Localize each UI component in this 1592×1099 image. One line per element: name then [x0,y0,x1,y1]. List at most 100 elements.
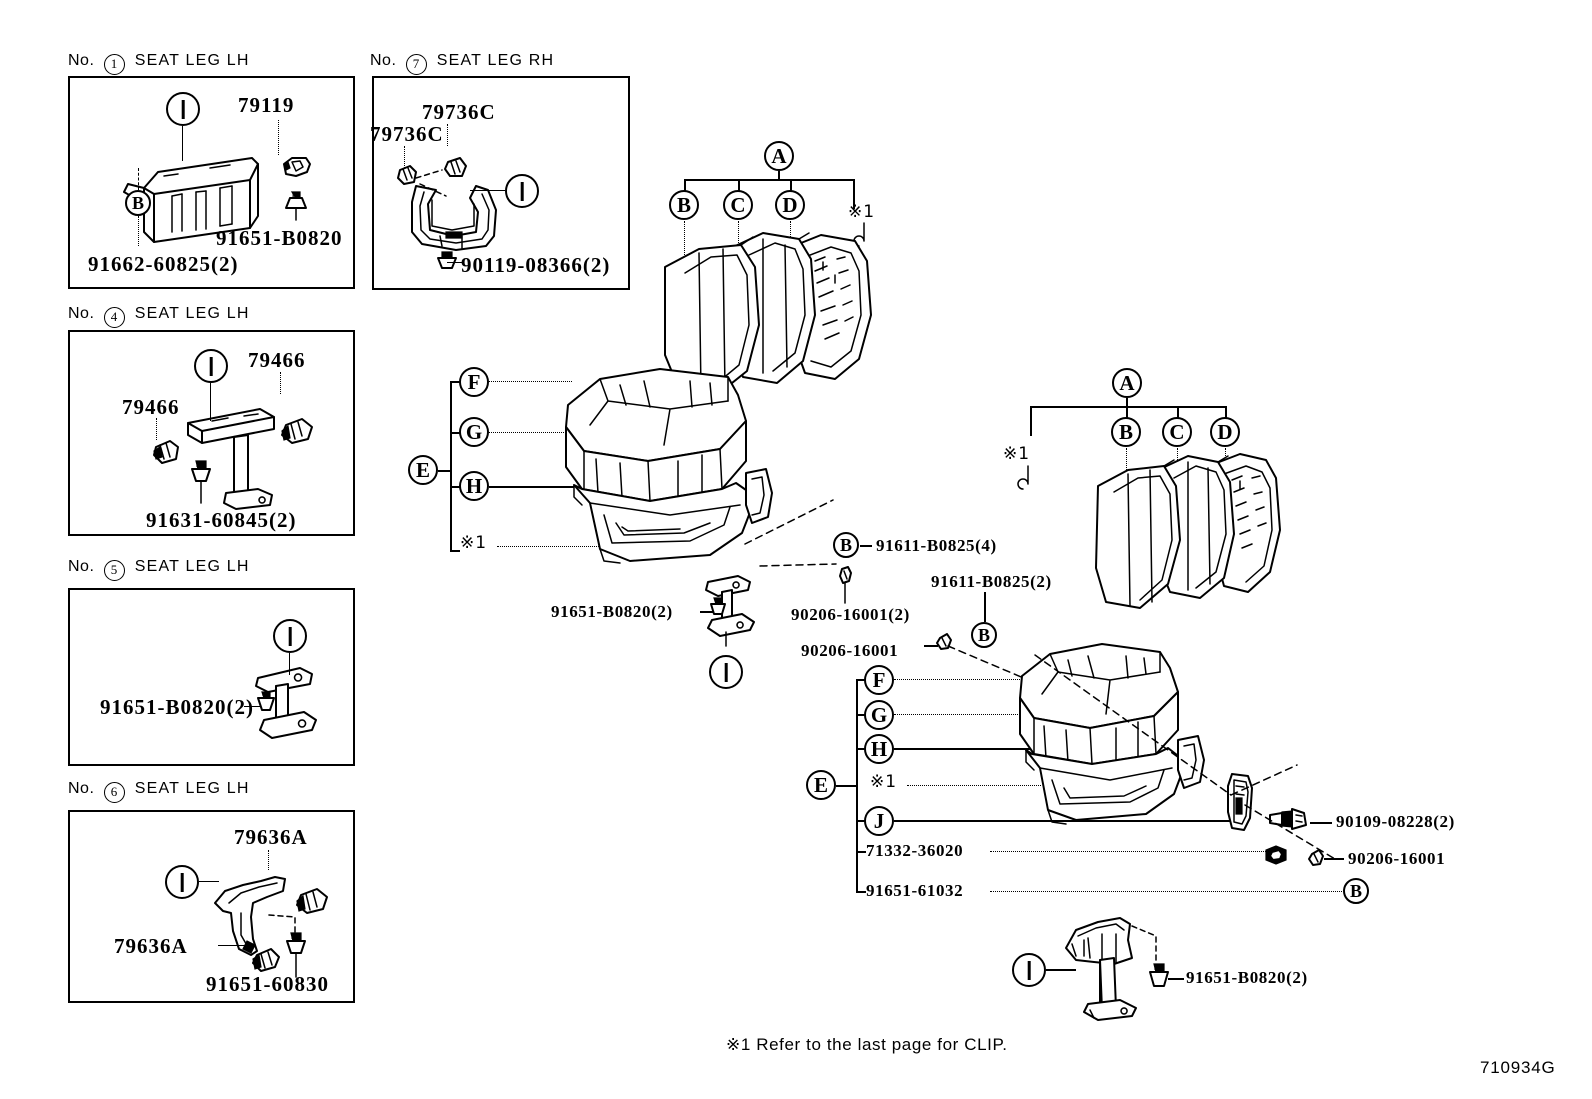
callout-91651-b0820-2-left-text: 91651-B0820(2) [551,602,673,621]
panel-7-leader-90119 [447,262,463,264]
panel-7-leader-79736c-top [447,124,448,146]
panel-5-leader-91651 [244,706,260,708]
cushion-right-tick-h [856,748,866,750]
cushion-right-clip-marker: ※1 [870,772,898,792]
callout-91611-b0825-2-bubble: B [971,622,997,648]
seatback-left-leader-d [790,221,791,245]
seatback-right-bracket-end-left [1030,406,1032,436]
cushion-right-tick-e [848,785,858,787]
panel-7-bubble-i [505,174,539,208]
cushion-right-tick-g [856,714,866,716]
panel-6-label-91651: 91651-60830 [206,972,329,996]
panel-4-title: No. 4 SEAT LEG LH [68,305,250,328]
cushion-left-bracket-bottom [450,550,460,552]
callout-90206-16001-2-dashline [760,520,842,570]
seatback-right-bracket-end-right [1225,406,1227,418]
panel-1-bubble-i [166,92,200,126]
seatback-right-bubble-c: C [1162,417,1192,447]
callout-91651-b0820-2-left-bubble [709,655,743,689]
cushion-right-artwork [1010,640,1240,830]
panel-6-no-word: No. [68,780,95,797]
panel-1-leader-79119 [278,120,279,155]
callout-91611-b0825-2-leader [984,592,986,622]
seatback-left-leader-b [684,221,685,259]
callout-91611-b0825-2-text: 91611-B0825(2) [931,572,1052,591]
panel-6-leader-i [199,881,219,883]
seatback-right-bubble-d: D [1210,417,1240,447]
panel-4-leader-i [210,383,212,421]
panel-1-title-text: SEAT LEG LH [134,52,250,69]
panel-6-label-79636a-left: 79636A [114,934,188,958]
callout-91611-b0825-4-bubble: B [833,532,859,558]
cushion-right-bubble-e: E [806,770,836,800]
panel-1-label-91651: 91651-B0820 [216,226,343,250]
seatback-right-leader-d [1225,448,1226,472]
callout-90206-16001-b-text: 90206-16001 [1348,849,1446,868]
callout-91611-b0825-4-text: 91611-B0825(4) [876,536,997,555]
panel-7-number: 7 [406,54,428,75]
seatback-right-bracket-tick-c [1177,406,1179,418]
panel-1-number: 1 [104,54,126,75]
panel-7-leader-79736c-left [404,146,405,168]
panel-6-bubble-i [165,865,199,899]
bottom-leg-dashline [1132,926,1172,966]
callout-90206-16001-a-leader [924,645,938,647]
seatback-right-bubble-a: A [1112,368,1142,398]
cushion-right-leader-g [894,714,1022,715]
callout-91611-b0825-4-leader [860,545,872,547]
panel-5-title: No. 5 SEAT LEG LH [68,558,250,581]
seatback-right-clip-icon [1019,466,1037,494]
panel-7-label-79736c-top: 79736C [422,100,496,124]
cushion-right-dashlines [1035,645,1365,895]
cushion-right-leader-j [894,820,1234,822]
panel-7-label-90119: 90119-08366(2) [461,253,611,277]
panel-6-title: No. 6 SEAT LEG LH [68,780,250,803]
callout-91651-b0820-2-bottom-text: 91651-B0820(2) [1186,968,1308,987]
cushion-right-leader-h [894,748,1046,750]
seatback-right-clip-marker: ※1 [1003,444,1031,464]
panel-5-bubble-i [273,619,307,653]
cushion-right-bracket-top [856,679,866,681]
callout-90206-16001-b-clip [1306,846,1326,870]
panel-4-number: 4 [104,307,126,328]
callout-90206-16001-a-clip [934,630,954,652]
seatback-right-bubble-b: B [1111,417,1141,447]
cushion-left-leader-f [489,381,572,382]
cushion-left-bubble-g: G [459,417,489,447]
panel-5-box [68,588,355,766]
seatback-right-leader-b [1126,448,1127,486]
seatback-left-bracket-tick-c [738,179,740,191]
seatback-left-clip-icon [855,223,873,251]
panel-4-label-79466-left: 79466 [122,395,180,419]
panel-7-no-word: No. [370,52,397,69]
cushion-left-artwork [560,365,825,570]
footer-note: ※1 Refer to the last page for CLIP. [726,1035,1008,1054]
cushion-right-tick-j [856,820,866,822]
panel-6-leader-79636a-top [268,850,269,870]
callout-90109-08228-2-leader [1310,822,1332,824]
callout-91611-b0825-2-dashline [948,636,1058,696]
cushion-left-leader-g [489,432,572,433]
panel-5-leader-i [289,653,291,675]
panel-1-label-79119: 79119 [238,93,295,117]
panel-1-no-word: No. [68,52,95,69]
seatback-right-artwork [1090,442,1290,642]
callout-91611-b0825-4-dashline [745,498,840,548]
bottom-leg-leader-i [1046,969,1076,971]
cushion-right-bracket-bottom [856,891,866,893]
callout-90206-16001-2-text: 90206-16001(2) [791,605,910,624]
callout-91651-b0820-2-left-leader [700,611,714,613]
panel-5-no-word: No. [68,558,95,575]
callout-90206-16001-2-clip [835,565,855,607]
callout-90206-16001-b-leader [1324,858,1344,860]
panel-6-label-79636a-top: 79636A [234,825,308,849]
seatback-right-bracket-tick-b [1126,406,1128,418]
cushion-right-bubble-g: G [864,700,894,730]
cushion-right-nut [1262,842,1290,868]
cushion-left-leader-h [489,486,574,488]
panel-4-leader-79466-right [280,372,281,394]
cushion-left-leader-clip [497,546,629,547]
seatback-right-bracket-bar [1030,406,1226,408]
cushion-right-bubble-h: H [864,734,894,764]
cushion-right-clip-icon [1041,777,1059,797]
